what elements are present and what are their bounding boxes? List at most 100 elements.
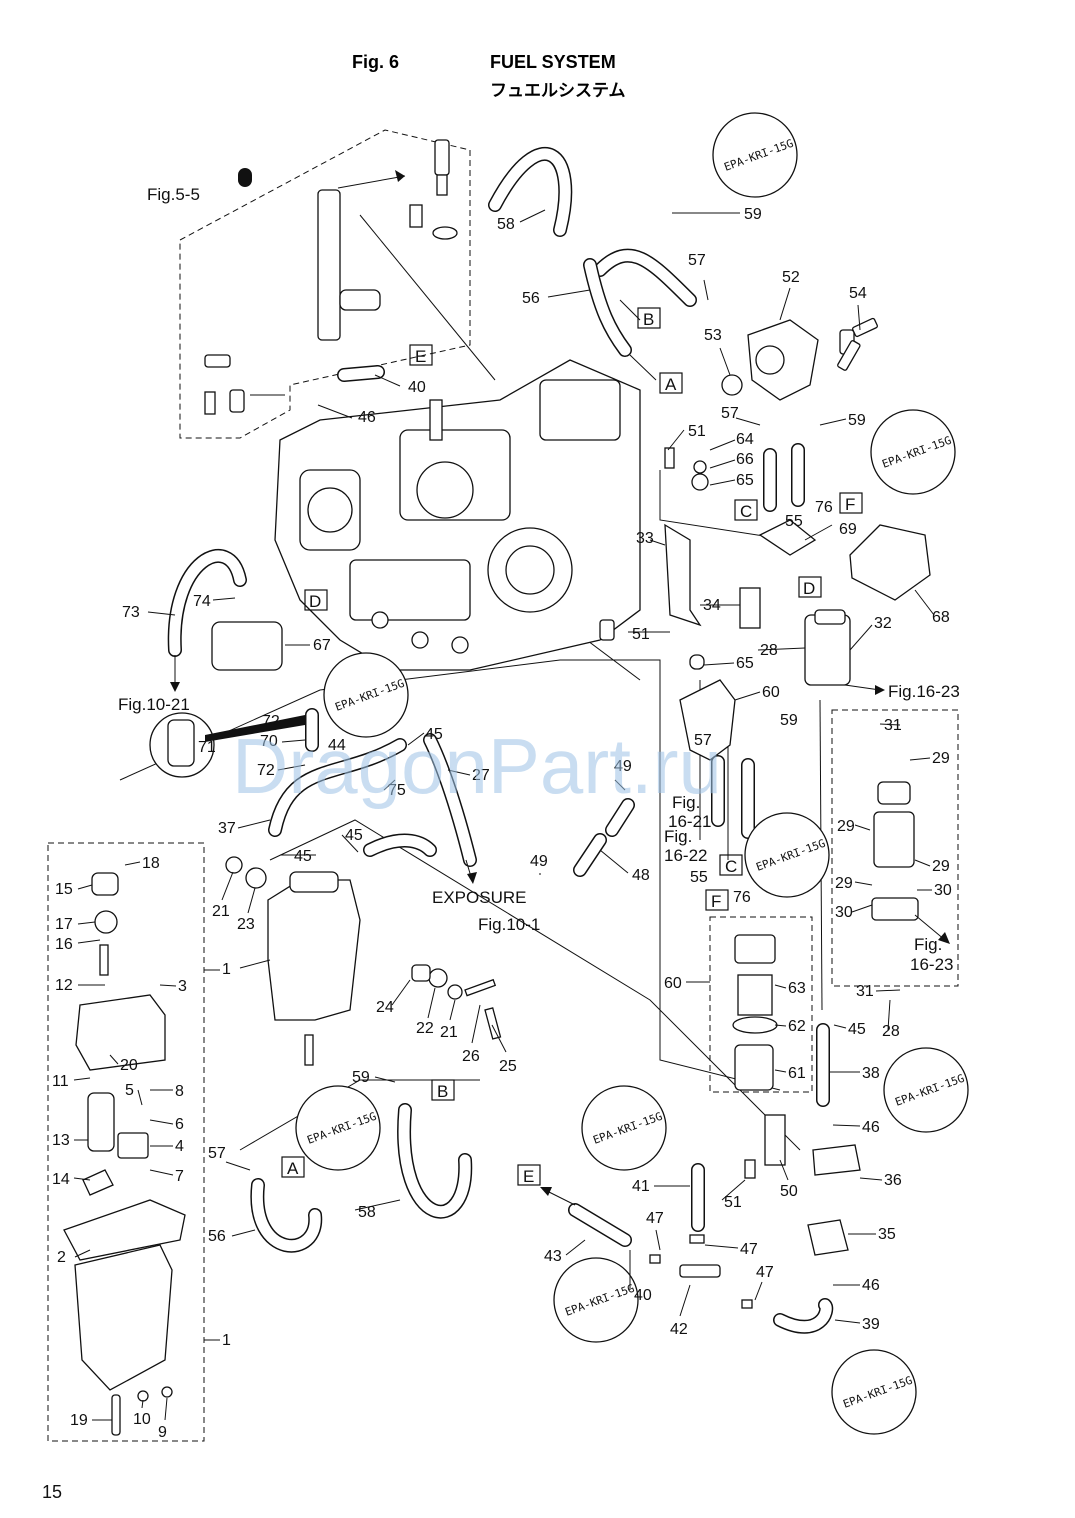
part-number-label: 66 — [736, 451, 754, 468]
part-number-label: 76 — [733, 889, 751, 906]
part-number-label: 4 — [175, 1138, 184, 1155]
engine-block — [274, 359, 641, 671]
connector-A: A — [659, 372, 683, 394]
epa-stamp: EPA-KRI-15G — [323, 652, 409, 738]
guide-line — [119, 659, 781, 1091]
cross-reference: Fig. — [672, 793, 700, 812]
part-number-label: 71 — [198, 739, 216, 756]
part-number-label: 59 — [848, 412, 866, 429]
cross-reference: Fig.5-5 — [147, 185, 200, 204]
part-number-label: 65 — [736, 472, 754, 489]
part-number-label: 19 — [70, 1412, 88, 1429]
part-number-label: 11 — [52, 1073, 69, 1090]
part-number-label: 50 — [780, 1183, 798, 1200]
part-number-label: 73 — [122, 604, 140, 621]
connector-A: A — [281, 1156, 305, 1178]
part-number-label: 51 — [632, 626, 650, 643]
diagram-title: FUEL SYSTEM — [490, 52, 616, 72]
part-number-label: 40 — [634, 1287, 652, 1304]
part-number-label: 52 — [782, 269, 800, 286]
injector-rail-group-outline — [179, 129, 471, 439]
epa-stamp: EPA-KRI-15G — [883, 1047, 969, 1133]
part-number-label: 24 — [376, 999, 394, 1016]
part-number-label: 53 — [704, 327, 722, 344]
connector-D: D — [798, 576, 822, 598]
part-number-label: 30 — [835, 904, 853, 921]
part-number-label: 28 — [760, 642, 778, 659]
part-number-label: 45 — [345, 827, 363, 844]
part-number-label: 9 — [158, 1424, 167, 1441]
part-number-label: 26 — [462, 1048, 480, 1065]
epa-stamp: EPA-KRI-15G — [870, 409, 956, 495]
part-number-label: 74 — [193, 593, 211, 610]
connector-E: E — [517, 1164, 541, 1186]
guide-line — [269, 819, 801, 1151]
part-number-label: 20 — [120, 1057, 138, 1074]
epa-stamp: EPA-KRI-15G — [712, 112, 798, 198]
part-number-label: 45 — [425, 726, 443, 743]
part-number-label: 36 — [884, 1172, 902, 1189]
part-number-label: 29 — [932, 750, 950, 767]
cross-reference: 16-21 — [668, 812, 711, 831]
part-number-label: 61 — [788, 1065, 806, 1082]
part-number-label: 64 — [736, 431, 754, 448]
part-number-label: 31 — [856, 983, 874, 1000]
part-number-label: 12 — [55, 977, 73, 994]
part-number-label: 21 — [440, 1024, 458, 1041]
part-number-label: 6 — [175, 1116, 184, 1133]
connector-C: C — [719, 854, 743, 876]
part-number-label: 57 — [721, 405, 739, 422]
part-number-label: 29 — [932, 858, 950, 875]
part-number-label: 57 — [208, 1145, 226, 1162]
part-number-label: 38 — [862, 1065, 880, 1082]
part-number-label: 27 — [472, 767, 490, 784]
part-number-label: 44 — [328, 737, 346, 754]
part-number-label: 45 — [294, 848, 312, 865]
svg-text:D: D — [803, 579, 815, 598]
svg-text:E: E — [415, 347, 426, 366]
fuel-filter — [679, 654, 778, 1091]
part-number-label: 17 — [55, 916, 73, 933]
connector-B: B — [431, 1079, 455, 1101]
fuel-injector-rail — [204, 139, 458, 415]
part-number-label: 51 — [724, 1194, 742, 1211]
part-number-label: 28 — [882, 1023, 900, 1040]
part-number-label: 42 — [670, 1321, 688, 1338]
epa-stamp: EPA-KRI-15G — [295, 1085, 381, 1171]
part-number-label: 51 — [688, 423, 706, 440]
fuel-filter-exploded-group-outline — [709, 916, 813, 1093]
part-number-label: 54 — [849, 285, 867, 302]
part-number-label: 10 — [133, 1411, 151, 1428]
part-number-label: 29 — [835, 875, 853, 892]
part-number-label: 46 — [862, 1277, 880, 1294]
part-number-label: 2 — [57, 1249, 66, 1266]
part-number-label: 46 — [862, 1119, 880, 1136]
part-number-label: 32 — [874, 615, 892, 632]
part-number-label: 37 — [218, 820, 236, 837]
svg-text:D: D — [309, 592, 321, 611]
epa-stamp: EPA-KRI-15G — [744, 812, 830, 898]
part-number-label: 31 — [884, 717, 902, 734]
connector-F: F — [839, 492, 863, 514]
part-number-label: 29 — [837, 818, 855, 835]
low-pressure-fuel-pump — [804, 609, 919, 921]
part-number-label: 59 — [780, 712, 798, 729]
part-number-label: 56 — [522, 290, 540, 307]
part-number-label: 60 — [762, 684, 780, 701]
part-number-label: 43 — [544, 1248, 562, 1265]
part-number-label: 49 — [530, 853, 548, 870]
part-number-label: 41 — [632, 1178, 650, 1195]
connector-F: F — [705, 889, 729, 911]
cross-reference: Fig.10-1 — [478, 915, 540, 934]
cross-reference: Fig. — [914, 935, 942, 954]
small-parts — [211, 340, 931, 1309]
part-number-label: 30 — [934, 882, 952, 899]
svg-text:E: E — [523, 1167, 534, 1186]
part-number-label: 65 — [736, 655, 754, 672]
part-number-label: 72 — [262, 713, 280, 730]
part-number-label: 3 — [178, 978, 187, 995]
part-number-label: 33 — [636, 530, 654, 547]
part-number-label: 55 — [690, 869, 708, 886]
